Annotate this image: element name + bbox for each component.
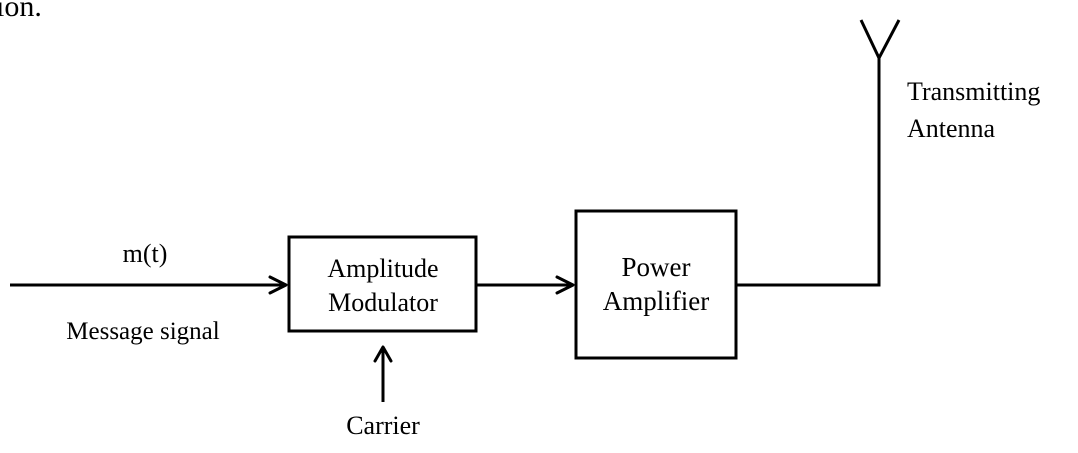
- antenna-feed-wire: [736, 56, 881, 287]
- power-amplifier-label-line1: Power: [622, 252, 691, 282]
- carrier-label: Carrier: [346, 411, 420, 440]
- antenna-label-line1: Transmitting: [907, 77, 1040, 106]
- power-amplifier-label-line2: Amplifier: [603, 286, 709, 316]
- amplitude-modulator-label-line1: Amplitude: [327, 254, 438, 283]
- carrier-arrowhead: [373, 345, 393, 363]
- message-signal-arrowhead: [268, 275, 288, 295]
- modulated-signal-arrowhead: [555, 275, 575, 295]
- antenna-icon: [859, 19, 901, 62]
- header-fragment: ion.: [0, 0, 42, 23]
- message-signal-symbol: m(t): [123, 239, 168, 268]
- antenna-label-line2: Antenna: [907, 114, 996, 143]
- amplitude-modulator-label-line2: Modulator: [328, 288, 438, 317]
- power-amplifier-block: [574, 209, 738, 360]
- message-signal-label: Message signal: [66, 318, 219, 345]
